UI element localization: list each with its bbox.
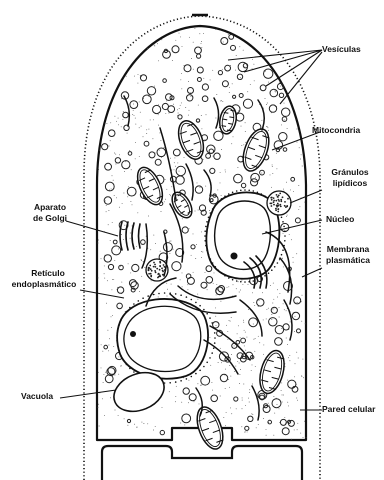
label-aparato-1: Aparato	[34, 202, 66, 212]
label-granulos-1: Gránulos	[331, 167, 369, 177]
label-nucleo: Núcleo	[326, 214, 354, 224]
label-membrana-1: Membrana	[327, 244, 370, 254]
label-vacuola: Vacuola	[21, 391, 53, 401]
nucleolus	[231, 253, 238, 260]
adjacent-cell	[102, 446, 302, 480]
label-granulos-2: lipídicos	[333, 178, 368, 188]
label-membrana-2: plasmática	[326, 255, 370, 265]
label-aparato-2: de Golgi	[33, 213, 67, 223]
label-pared-celular: Pared celular	[322, 404, 376, 414]
label-mitocondria: Mitocondria	[312, 125, 360, 135]
label-reticulo-2: endoplasmático	[12, 279, 77, 289]
label-vesiculas: Vesículas	[322, 44, 361, 54]
label-reticulo-1: Retículo	[31, 268, 65, 278]
central-vacuole-er	[117, 299, 208, 379]
